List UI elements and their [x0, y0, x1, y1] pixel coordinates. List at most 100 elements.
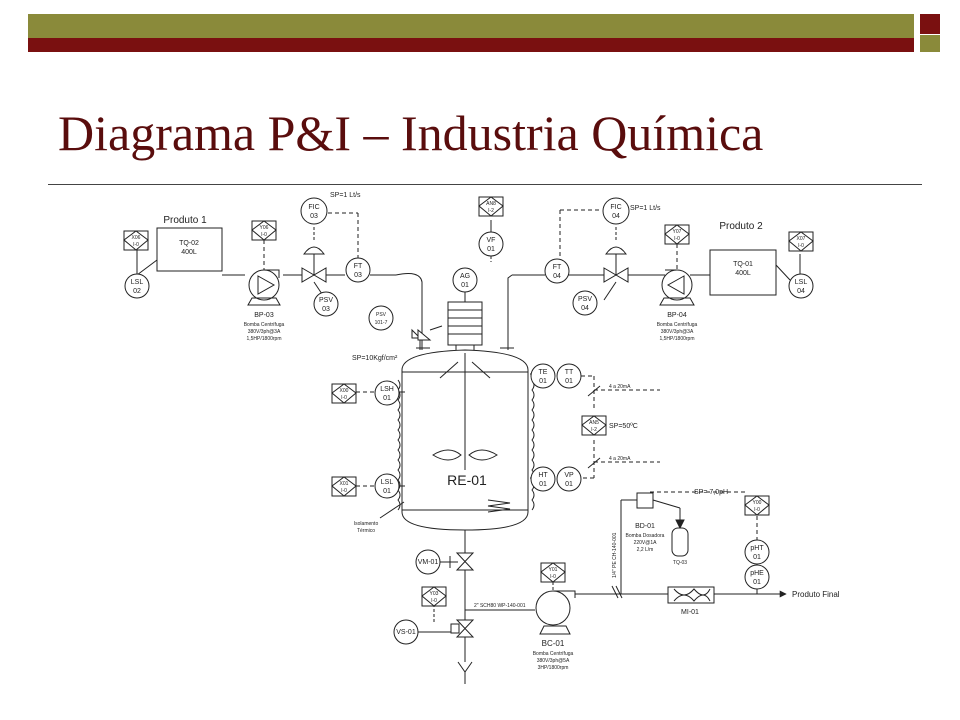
- te01-l1: TE: [539, 369, 548, 376]
- plc-x01: [331, 476, 357, 497]
- instrument-te01: [530, 363, 556, 389]
- ft03-l1: FT: [354, 263, 363, 270]
- instrument-psv04: [572, 290, 598, 316]
- maroon-stripe: [28, 38, 914, 52]
- x07-l2: I-0: [798, 243, 804, 249]
- fic03-l2: 03: [310, 213, 318, 220]
- instrument-pht01: [744, 539, 770, 565]
- lsh01-l1: LSH: [380, 386, 394, 393]
- bp04-desc1: Bomba Centrífuga: [657, 322, 698, 328]
- x00-l2: I-0: [341, 395, 347, 401]
- tq03-tag: TQ-03: [673, 560, 687, 566]
- produto1-label: Produto 1: [163, 215, 207, 226]
- bp04-desc3: 1,5HP/1800rpm: [659, 336, 694, 342]
- y00-l1: Y00: [753, 500, 762, 506]
- instrument-lsl01: [374, 473, 400, 499]
- tq01-tag: TQ-01: [733, 261, 753, 268]
- sp-temperature: SP=50ºC: [609, 423, 638, 430]
- instrument-fic03: [300, 197, 328, 225]
- plc-an5: [581, 415, 607, 436]
- bp04-tag: BP-04: [667, 312, 687, 319]
- slide-title: Diagrama P&I – Industria Química: [58, 105, 764, 161]
- x06-l2: I-0: [133, 242, 139, 248]
- plc-y01: [540, 562, 566, 583]
- manual-valve-vm01: [455, 552, 475, 571]
- fic04-l2: 04: [612, 213, 620, 220]
- tq02-tag: TQ-02: [179, 240, 199, 247]
- tt01-l1: TT: [565, 369, 574, 376]
- agitator-motor: [447, 301, 483, 346]
- tank-tq01: [709, 249, 777, 296]
- plc-y00: [744, 495, 770, 516]
- pht01-l1: pHT: [750, 545, 764, 552]
- lsl01-l2: 01: [383, 488, 391, 495]
- corner-square-maroon: [920, 14, 940, 34]
- phe01-l2: 01: [753, 579, 761, 586]
- solenoid-valve-vs01: [455, 619, 475, 638]
- bc01-desc3: 3HP/1800rpm: [538, 665, 569, 671]
- ag01-l2: 01: [461, 282, 469, 289]
- plc-x06: [123, 230, 149, 251]
- plc-y07: [664, 224, 690, 245]
- dosing-pump-bd01: [636, 492, 654, 509]
- plc-y06: [251, 220, 277, 241]
- instrument-vm01: [415, 549, 441, 575]
- mi01-tag: MI-01: [681, 609, 699, 616]
- y03-l1: Y03: [430, 591, 439, 597]
- x06-l1: X06: [132, 235, 141, 241]
- plc-x00: [331, 383, 357, 404]
- an8-l1: AN8: [486, 201, 496, 207]
- sp-ph: SP= 7,0pH: [694, 489, 728, 496]
- bd01-desc3: 2,2 L/m: [637, 547, 654, 553]
- fic03-l1: FIC: [308, 204, 319, 211]
- instrument-tt01: [556, 363, 582, 389]
- olive-stripe: [28, 14, 914, 38]
- instrument-ft03: [345, 257, 371, 283]
- bd01-desc1: Bomba Dosadora: [626, 533, 665, 539]
- ag01-l1: AG: [460, 273, 470, 280]
- vp01-l2: 01: [565, 481, 573, 488]
- pht01-l2: 01: [753, 554, 761, 561]
- an8-l2: I-2: [488, 208, 494, 214]
- bd01-tag: BD-01: [635, 523, 655, 530]
- vf01-l1: VF: [487, 237, 496, 244]
- ft03-l2: 03: [354, 272, 362, 279]
- lsl04-l2: 04: [797, 288, 805, 295]
- bc01-tag: BC-01: [542, 639, 565, 648]
- psv04-l1: PSV: [578, 296, 592, 303]
- title-decoration-bar: [28, 14, 940, 54]
- bp03-desc3: 1,5HP/1800rpm: [246, 336, 281, 342]
- lsl01-l1: LSL: [381, 479, 394, 486]
- instrument-lsl02: [124, 273, 150, 299]
- signal-label-2: 4 a 20mA: [609, 456, 631, 462]
- plc-x07: [788, 231, 814, 252]
- bp03-desc2: 380V/3ph@3A: [248, 329, 281, 335]
- y00-l2: I-0: [754, 507, 760, 513]
- produto2-label: Produto 2: [719, 221, 763, 232]
- instrument-ft04: [544, 258, 570, 284]
- tank-tq03: [671, 527, 689, 557]
- vf01-l2: 01: [487, 246, 495, 253]
- tank-tq02: [156, 227, 223, 272]
- an5-l1: AN5: [589, 420, 599, 426]
- plc-an8: [478, 196, 504, 217]
- bc01-desc1: Bomba Centrífuga: [533, 651, 574, 657]
- y03-l2: I-0: [431, 598, 437, 604]
- bd01-desc2: 220V@1A: [634, 540, 658, 546]
- vs01-label: VS-01: [396, 629, 416, 636]
- ht01-l2: 01: [539, 481, 547, 488]
- produto-final-label: Produto Final: [792, 590, 840, 599]
- bp03-tag: BP-03: [254, 312, 274, 319]
- pump-bc01: [535, 590, 571, 626]
- x01-l1: X01: [340, 481, 349, 487]
- x07-l1: X07: [797, 236, 806, 242]
- corner-square-olive: [920, 35, 940, 52]
- lsl02-l2: 02: [133, 288, 141, 295]
- tq02-capacity: 400L: [181, 249, 197, 256]
- bp03-desc1: Bomba Centrífuga: [244, 322, 285, 328]
- vm01-label: VM-01: [418, 559, 439, 566]
- vp01-l1: VP: [564, 472, 574, 479]
- ft04-l2: 04: [553, 273, 561, 280]
- fic04-l1: FIC: [610, 204, 621, 211]
